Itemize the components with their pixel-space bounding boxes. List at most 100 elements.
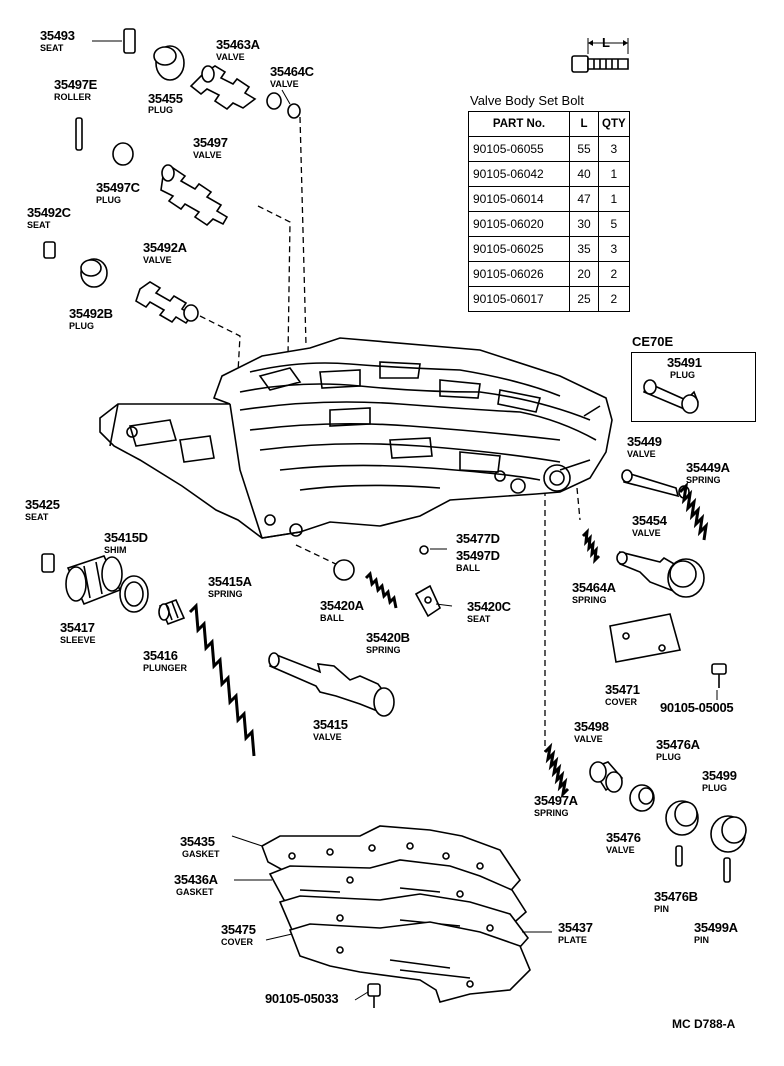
pin-35499A-part xyxy=(723,857,731,883)
callout-35497E: 35497E ROLLER xyxy=(54,77,98,102)
svg-text:35417: 35417 xyxy=(60,620,95,635)
svg-text:35425: 35425 xyxy=(25,497,60,512)
plug-35491-part xyxy=(642,379,699,414)
callout-35420A: 35420A BALL xyxy=(320,598,365,623)
table-cell: 90105-06055 xyxy=(468,136,570,162)
shim-35415D-part xyxy=(119,575,149,613)
svg-text:35476: 35476 xyxy=(606,830,641,845)
svg-text:PLATE: PLATE xyxy=(558,935,587,945)
model-box-part-label: 35491 PLUG xyxy=(667,355,702,380)
svg-text:PLUG: PLUG xyxy=(148,105,173,115)
callout-35497D: 35497D BALL xyxy=(456,548,500,573)
svg-text:35477D: 35477D xyxy=(456,531,500,546)
svg-text:SPRING: SPRING xyxy=(208,589,243,599)
callout-35476: 35476 VALVE xyxy=(606,830,641,855)
callout-35492B: 35492B PLUG xyxy=(69,306,113,331)
callout-35464C: 35464C VALVE xyxy=(270,64,315,89)
svg-text:35449: 35449 xyxy=(627,434,662,449)
svg-text:35420A: 35420A xyxy=(320,598,365,613)
model-box-label: CE70E xyxy=(632,334,674,349)
callout-90105-05033: 90105-05033 xyxy=(265,991,339,1006)
svg-text:PLUG: PLUG xyxy=(670,370,695,380)
svg-text:PLUG: PLUG xyxy=(656,752,681,762)
svg-text:VALVE: VALVE xyxy=(216,52,245,62)
valve-35463A-part xyxy=(189,65,282,111)
callout-35497C: 35497C PLUG xyxy=(96,180,141,205)
spring-35449A-part xyxy=(678,481,709,541)
alignment-line xyxy=(299,116,307,346)
callout-35493: 35493 SEAT xyxy=(40,28,75,53)
callout-35435: 35435 GASKET xyxy=(180,834,220,859)
svg-text:90105-05033: 90105-05033 xyxy=(265,991,338,1006)
callout-35492A: 35492A VALVE xyxy=(143,240,188,265)
svg-text:GASKET: GASKET xyxy=(182,849,220,859)
svg-text:SEAT: SEAT xyxy=(467,614,491,624)
svg-text:SPRING: SPRING xyxy=(366,645,401,655)
bolt-illustration xyxy=(571,38,629,73)
table-cell: 47 xyxy=(569,186,599,212)
svg-text:VALVE: VALVE xyxy=(574,734,603,744)
table-cell: 2 xyxy=(598,286,630,312)
callout-35476A: 35476A PLUG xyxy=(656,737,701,762)
callout-35436A: 35436A GASKET xyxy=(174,872,219,897)
callout-35417: 35417 SLEEVE xyxy=(60,620,96,645)
table-cell: 90105-06026 xyxy=(468,261,570,287)
callout-35425: 35425 SEAT xyxy=(25,497,60,522)
svg-text:COVER: COVER xyxy=(605,697,638,707)
callout-35420C: 35420C SEAT xyxy=(467,599,512,624)
reference-code: MC D788-A xyxy=(672,1017,736,1031)
svg-text:35449A: 35449A xyxy=(686,460,731,475)
svg-text:35415D: 35415D xyxy=(104,530,148,545)
column-header: PART No. xyxy=(468,111,570,137)
table-cell: 90105-06025 xyxy=(468,236,570,262)
svg-text:VALVE: VALVE xyxy=(193,150,222,160)
ball-35420A-part xyxy=(333,559,355,581)
svg-text:35493: 35493 xyxy=(40,28,75,43)
svg-text:VALVE: VALVE xyxy=(606,845,635,855)
column-header: QTY xyxy=(598,111,630,137)
table-cell: 30 xyxy=(569,211,599,237)
svg-text:SEAT: SEAT xyxy=(40,43,64,53)
svg-text:90105-05005: 90105-05005 xyxy=(660,700,733,715)
table-cell: 2 xyxy=(598,261,630,287)
svg-text:35415A: 35415A xyxy=(208,574,253,589)
callout-35454: 35454 VALVE xyxy=(632,513,668,538)
callout-90105-05005: 90105-05005 xyxy=(660,700,734,715)
valve-35498-part xyxy=(589,761,624,793)
cover-35475-part xyxy=(288,921,531,1003)
table-cell: 1 xyxy=(598,186,630,212)
seat-35420C-part xyxy=(414,584,442,618)
svg-text:VALVE: VALVE xyxy=(270,79,299,89)
svg-text:35420C: 35420C xyxy=(467,599,512,614)
callout-35415D: 35415D SHIM xyxy=(104,530,148,555)
callout-35497A: 35497A SPRING xyxy=(534,793,579,818)
plug-35499-part xyxy=(710,815,747,853)
table-cell: 20 xyxy=(569,261,599,287)
svg-text:35476A: 35476A xyxy=(656,737,701,752)
callout-35497: 35497 VALVE xyxy=(193,135,228,160)
svg-text:35455: 35455 xyxy=(148,91,183,106)
svg-text:35435: 35435 xyxy=(180,834,215,849)
callout-35449: 35449 VALVE xyxy=(627,434,662,459)
svg-text:PLUG: PLUG xyxy=(69,321,94,331)
table-cell: 5 xyxy=(598,211,630,237)
valve-35449-part xyxy=(621,469,690,499)
callout-35415A: 35415A SPRING xyxy=(208,574,253,599)
svg-text:PIN: PIN xyxy=(694,935,709,945)
callout-35499A: 35499A PIN xyxy=(694,920,739,945)
valve-35497-part xyxy=(160,164,229,227)
spring-35415A-part xyxy=(188,602,256,757)
bolt-table-title: Valve Body Set Bolt xyxy=(470,93,584,108)
bolt-90105-05033-part xyxy=(367,983,381,1008)
svg-text:35497E: 35497E xyxy=(54,77,98,92)
leader-lines xyxy=(231,548,718,1001)
svg-text:35464C: 35464C xyxy=(270,64,315,79)
svg-text:35437: 35437 xyxy=(558,920,593,935)
plunger-35416-part xyxy=(158,598,186,626)
svg-text:ROLLER: ROLLER xyxy=(54,92,91,102)
